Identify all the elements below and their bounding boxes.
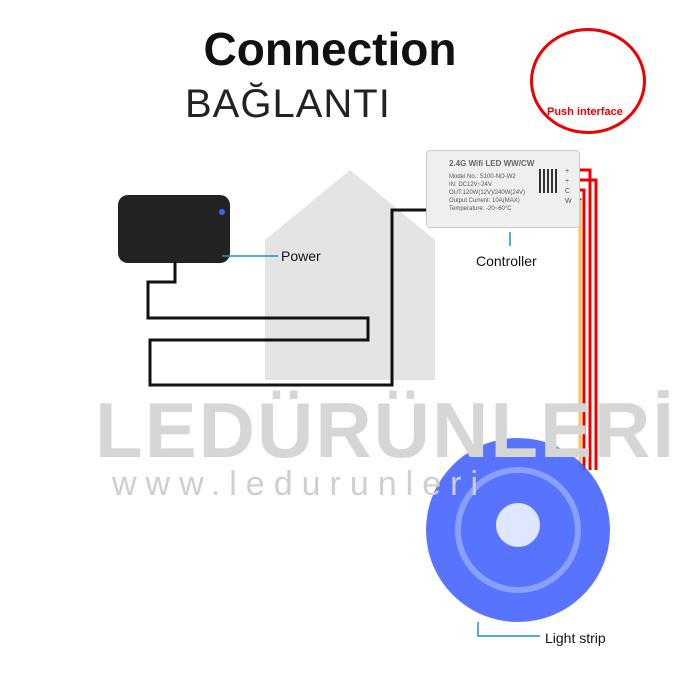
watermark-url: www.ledurunleri [112, 465, 487, 503]
controller-device: 2.4G Wifi LED WW/CW Model No.: S100-NO-W… [426, 150, 580, 228]
terminal: C [565, 188, 571, 195]
push-interface-label: Push interface [547, 106, 623, 118]
controller-input: IN: DC12V~24V [449, 182, 492, 188]
light-strip-inner-ring [455, 467, 581, 593]
subtitle: BAĞLANTI [185, 82, 391, 126]
power-cable [146, 208, 428, 387]
light-strip-label: Light strip [545, 630, 606, 646]
power-adapter [118, 195, 230, 263]
terminal: + [565, 178, 570, 185]
controller-model: Model No.: S100-NO-W2 [449, 174, 516, 180]
controller-label: Controller [476, 253, 537, 269]
title: Connection [203, 23, 457, 75]
controller-name: 2.4G Wifi LED WW/CW [449, 159, 535, 168]
light-strip-reel-center [496, 503, 540, 547]
controller-output: OUT:120W(12V)/240W(24V) [449, 190, 526, 196]
watermark-bulb-icon [265, 170, 435, 380]
qr-code-icon [539, 169, 559, 193]
power-label: Power [281, 248, 321, 264]
power-led-icon [219, 209, 225, 215]
controller-current: Output Current: 10A(MAX) [449, 198, 520, 204]
strip-wires [578, 168, 598, 470]
terminal: + [565, 168, 570, 175]
controller-temp: Temperature: -20~60°C [449, 206, 512, 212]
push-interface-inset [530, 28, 646, 134]
terminal: W [565, 198, 572, 205]
watermark-brand: LEDÜRÜNLERİ [95, 386, 676, 474]
callout-lines [222, 232, 540, 637]
